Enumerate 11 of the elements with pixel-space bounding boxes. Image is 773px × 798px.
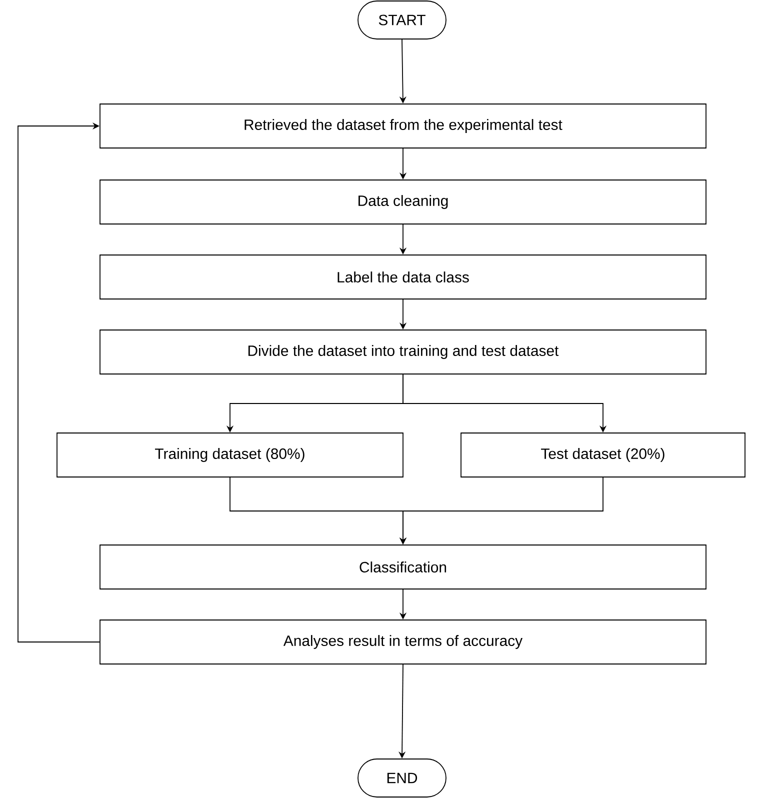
process-box: Divide the dataset into training and test dataset [100, 330, 706, 374]
process-box: Analyses result in terms of accuracy [100, 620, 706, 664]
process-box: Test dataset (20%) [460, 432, 746, 478]
process-box: Data cleaning [100, 180, 706, 224]
process-box: Classification [100, 544, 706, 590]
process-box: Retrieved the dataset from the experimental test [100, 104, 706, 148]
arrow [18, 122, 100, 642]
process-box: Training dataset (80%) [56, 432, 404, 478]
terminal-box: START [358, 0, 446, 40]
process-box: Label the data class [100, 254, 706, 300]
terminal-box: END [358, 758, 446, 798]
